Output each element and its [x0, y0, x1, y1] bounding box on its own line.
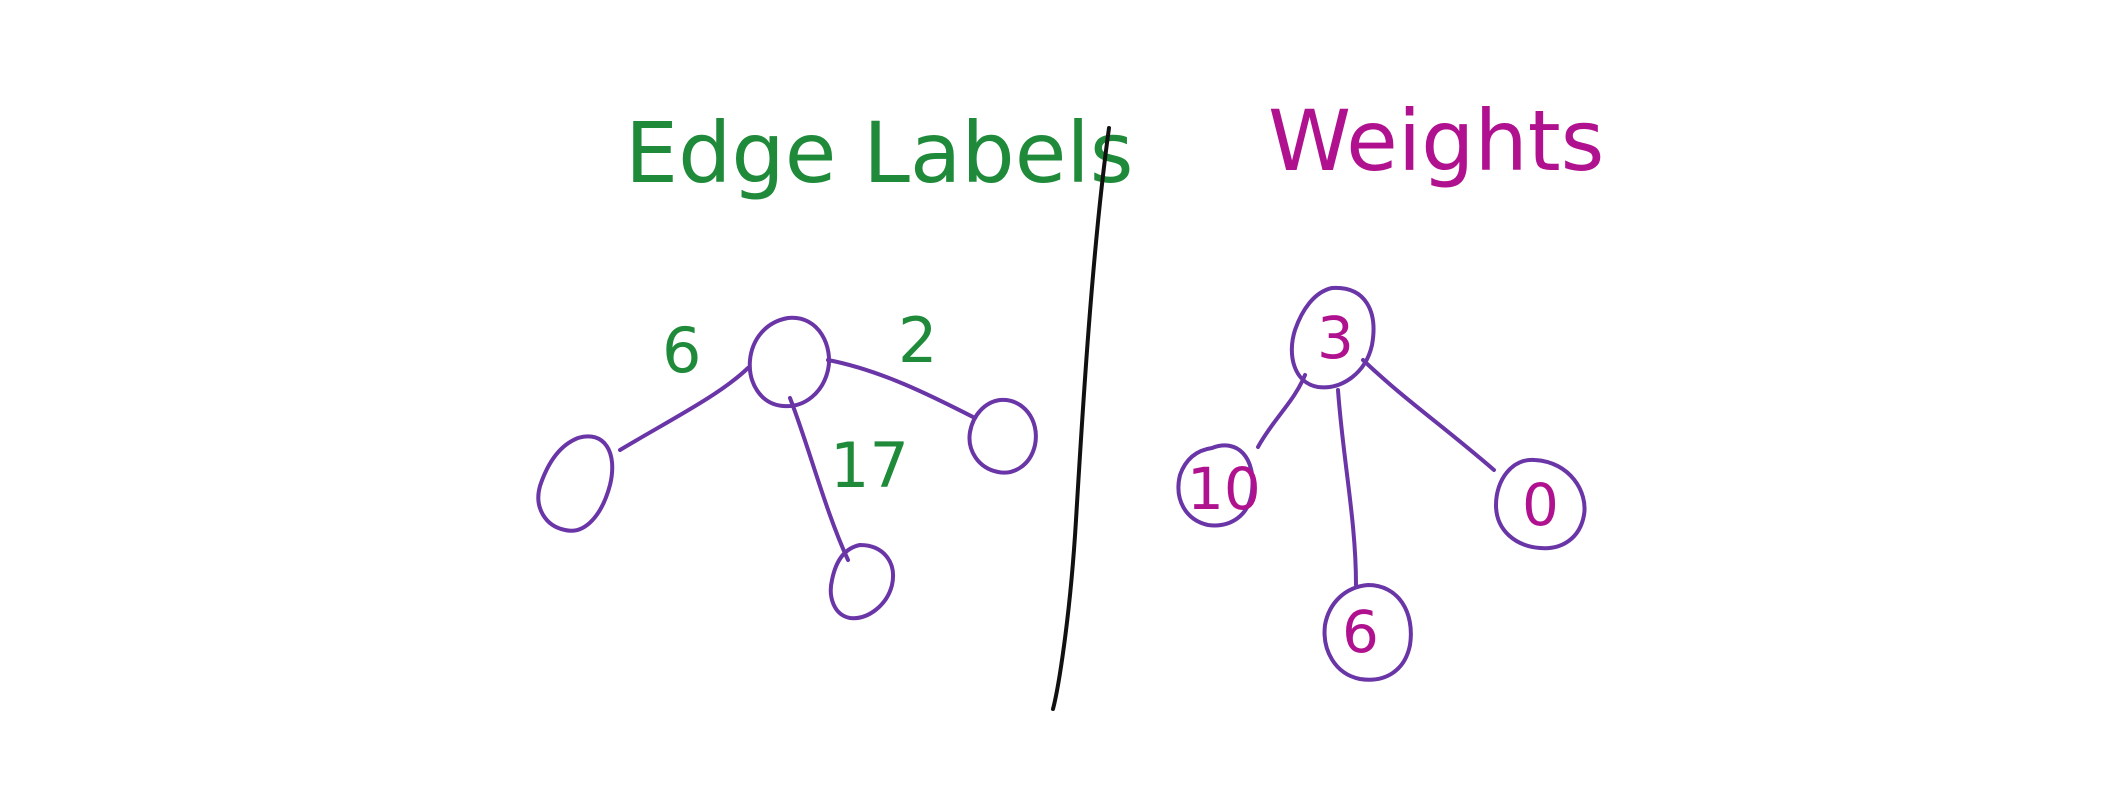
left-node: [536, 434, 615, 533]
edge-label-left: 6: [662, 314, 701, 387]
weight-label-left: 10: [1187, 455, 1261, 523]
weights-root-node: [1289, 285, 1376, 390]
weights-right-node: [1493, 457, 1587, 551]
panel-divider: [1051, 126, 1111, 711]
weights-bottom-node: [1322, 582, 1413, 682]
weights-left-node: [1176, 443, 1255, 528]
right-node: [967, 397, 1038, 475]
weights-panel: Weights 3 10 6 0: [1176, 92, 1604, 682]
root-node: [747, 315, 831, 409]
edge-right: [826, 358, 977, 420]
edge-label-bottom: 17: [830, 429, 909, 502]
weights-title: Weights: [1268, 92, 1604, 190]
weight-label-right: 0: [1522, 471, 1559, 539]
edge-left: [618, 366, 750, 452]
weight-label-bottom: 6: [1342, 598, 1379, 666]
weights-edge-right: [1361, 358, 1496, 472]
edge-label-right: 2: [898, 304, 937, 377]
weights-edge-bottom: [1336, 388, 1358, 587]
edge-bottom: [788, 396, 850, 562]
bottom-node: [828, 542, 895, 621]
weights-edge-left: [1256, 373, 1307, 449]
edge-labels-title: Edge Labels: [625, 104, 1133, 202]
edge-labels-panel: Edge Labels 6 2 17: [536, 104, 1133, 621]
weight-label-root: 3: [1317, 304, 1354, 372]
